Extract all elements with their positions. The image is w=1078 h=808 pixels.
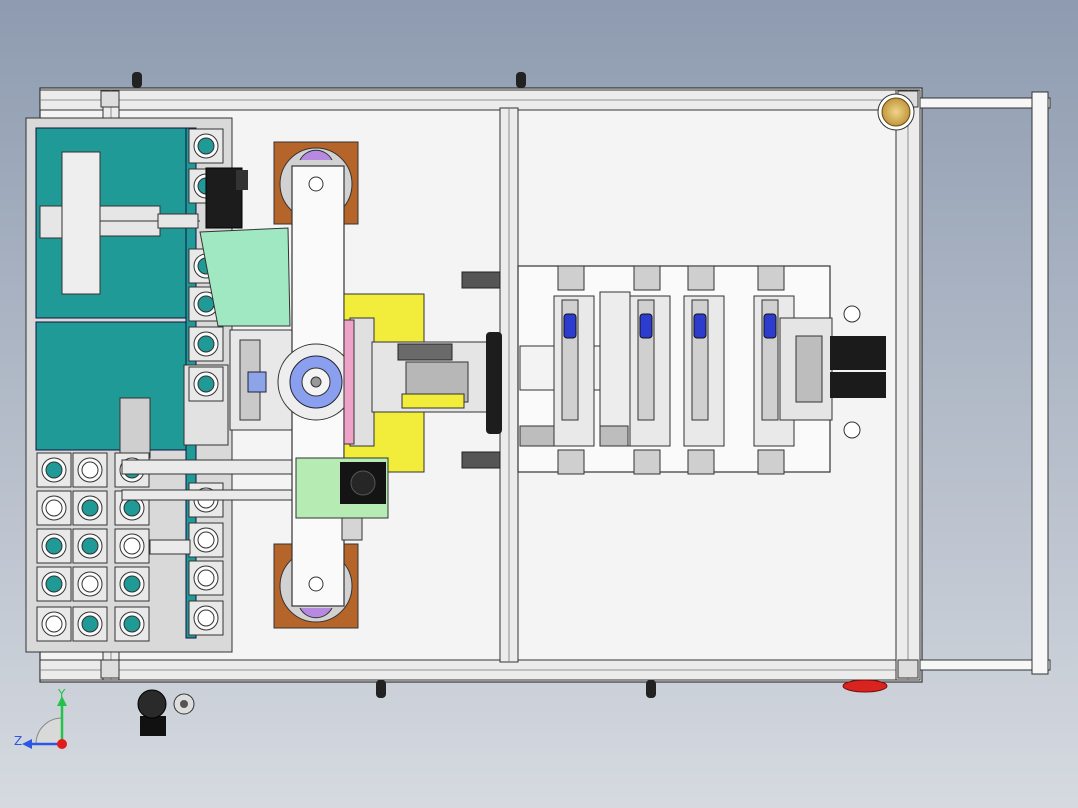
bearing-cell bbox=[36, 566, 72, 602]
bearing-cell bbox=[114, 606, 150, 642]
locating-hole-bottom bbox=[843, 421, 861, 439]
bearing-cell bbox=[188, 600, 224, 636]
coordinate-triad: Y Z bbox=[14, 687, 67, 749]
bearing-cell bbox=[72, 490, 108, 526]
triad-z-label: Z bbox=[14, 734, 22, 748]
slide-rail-long bbox=[121, 459, 299, 475]
bearing-cell bbox=[114, 528, 150, 564]
bearing-cell bbox=[36, 490, 72, 526]
teal-tray-lower bbox=[35, 321, 187, 451]
green-side-panel bbox=[199, 227, 291, 327]
triad-origin bbox=[57, 739, 67, 749]
bottom-gear-motor bbox=[137, 689, 195, 736]
machine-assembly[interactable] bbox=[25, 72, 1051, 736]
red-stop-button[interactable] bbox=[842, 679, 888, 693]
bearing-cell bbox=[36, 528, 72, 564]
extension-handle-bar[interactable] bbox=[1031, 91, 1049, 675]
locating-hole-top bbox=[843, 305, 861, 323]
bearing-cell bbox=[72, 528, 108, 564]
bearing-cell bbox=[188, 326, 224, 362]
carriage-module bbox=[629, 265, 671, 475]
bearing-cell bbox=[36, 452, 72, 488]
extension-rail-bottom bbox=[919, 659, 1051, 671]
bearing-cell bbox=[72, 606, 108, 642]
bearing-cell bbox=[36, 606, 72, 642]
triad-arc bbox=[35, 717, 63, 745]
extension-rail-top bbox=[919, 97, 1051, 109]
gripper-head[interactable] bbox=[779, 317, 833, 421]
bearing-cell bbox=[188, 128, 224, 164]
bearing-cell bbox=[188, 560, 224, 596]
leveling-feet-top bbox=[132, 72, 526, 88]
bearing-cell bbox=[188, 366, 224, 402]
bearing-cell bbox=[72, 452, 108, 488]
leveling-feet-bottom bbox=[376, 680, 656, 698]
carriage-module bbox=[553, 265, 595, 475]
bearing-cell bbox=[114, 566, 150, 602]
carriage-module bbox=[683, 265, 725, 475]
triad-y-label: Y bbox=[57, 687, 66, 701]
bearing-cell bbox=[72, 566, 108, 602]
spindle-flange bbox=[486, 332, 502, 434]
bearing-cell bbox=[188, 522, 224, 558]
